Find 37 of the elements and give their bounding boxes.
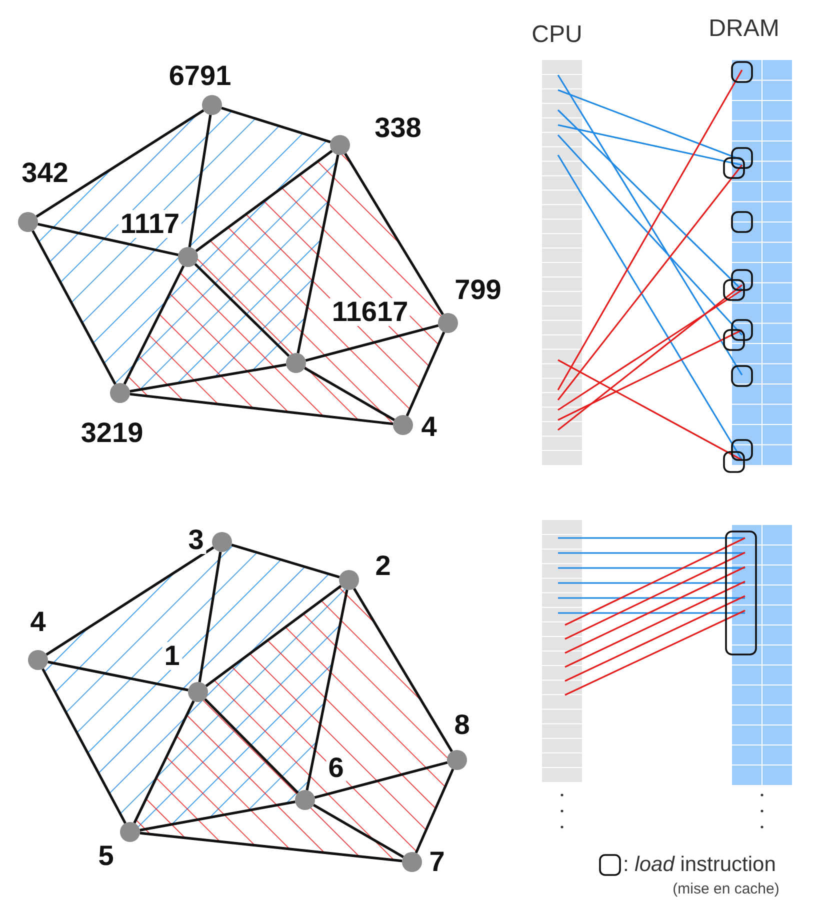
mesh-edge — [194, 263, 290, 357]
mesh-edge — [188, 114, 212, 248]
mesh-edge — [344, 152, 444, 316]
mesh-edge — [140, 800, 296, 832]
column-heading: CPU — [532, 23, 582, 47]
mesh-edge — [42, 668, 126, 824]
mesh-edge — [140, 832, 402, 862]
mesh-edge — [221, 106, 331, 144]
legend-text: : load instruction — [623, 853, 776, 877]
mesh-edge — [198, 552, 222, 682]
mesh-edge — [38, 222, 178, 256]
mesh-edge — [36, 109, 204, 218]
mesh-edge — [195, 150, 333, 252]
mesh-edge — [123, 265, 185, 385]
mesh-edge — [130, 363, 286, 393]
vertex-number: 1 — [162, 642, 182, 670]
vertex-number: 11617 — [330, 298, 410, 326]
mesh-edge — [305, 324, 439, 362]
vertex-number: 1117 — [118, 210, 182, 238]
mesh-edge — [48, 660, 188, 692]
mesh-edge — [46, 546, 214, 656]
mesh-edge — [204, 698, 299, 794]
mesh-edge — [353, 588, 453, 752]
mesh-edge — [130, 392, 394, 426]
mesh-edge — [231, 544, 340, 578]
mesh-edge — [314, 761, 448, 799]
mesh-edge — [313, 804, 404, 858]
legend-note: (mise en cache) — [672, 882, 780, 896]
mesh-edge — [406, 332, 446, 416]
mesh-edge — [306, 590, 348, 790]
mesh-edge — [304, 366, 395, 422]
mesh-edge — [296, 154, 340, 354]
mesh-edge — [133, 700, 195, 824]
mesh-edge — [414, 768, 454, 854]
mesh-edge — [205, 584, 342, 688]
mesh-edge — [32, 230, 116, 385]
column-heading: DRAM — [708, 17, 780, 41]
